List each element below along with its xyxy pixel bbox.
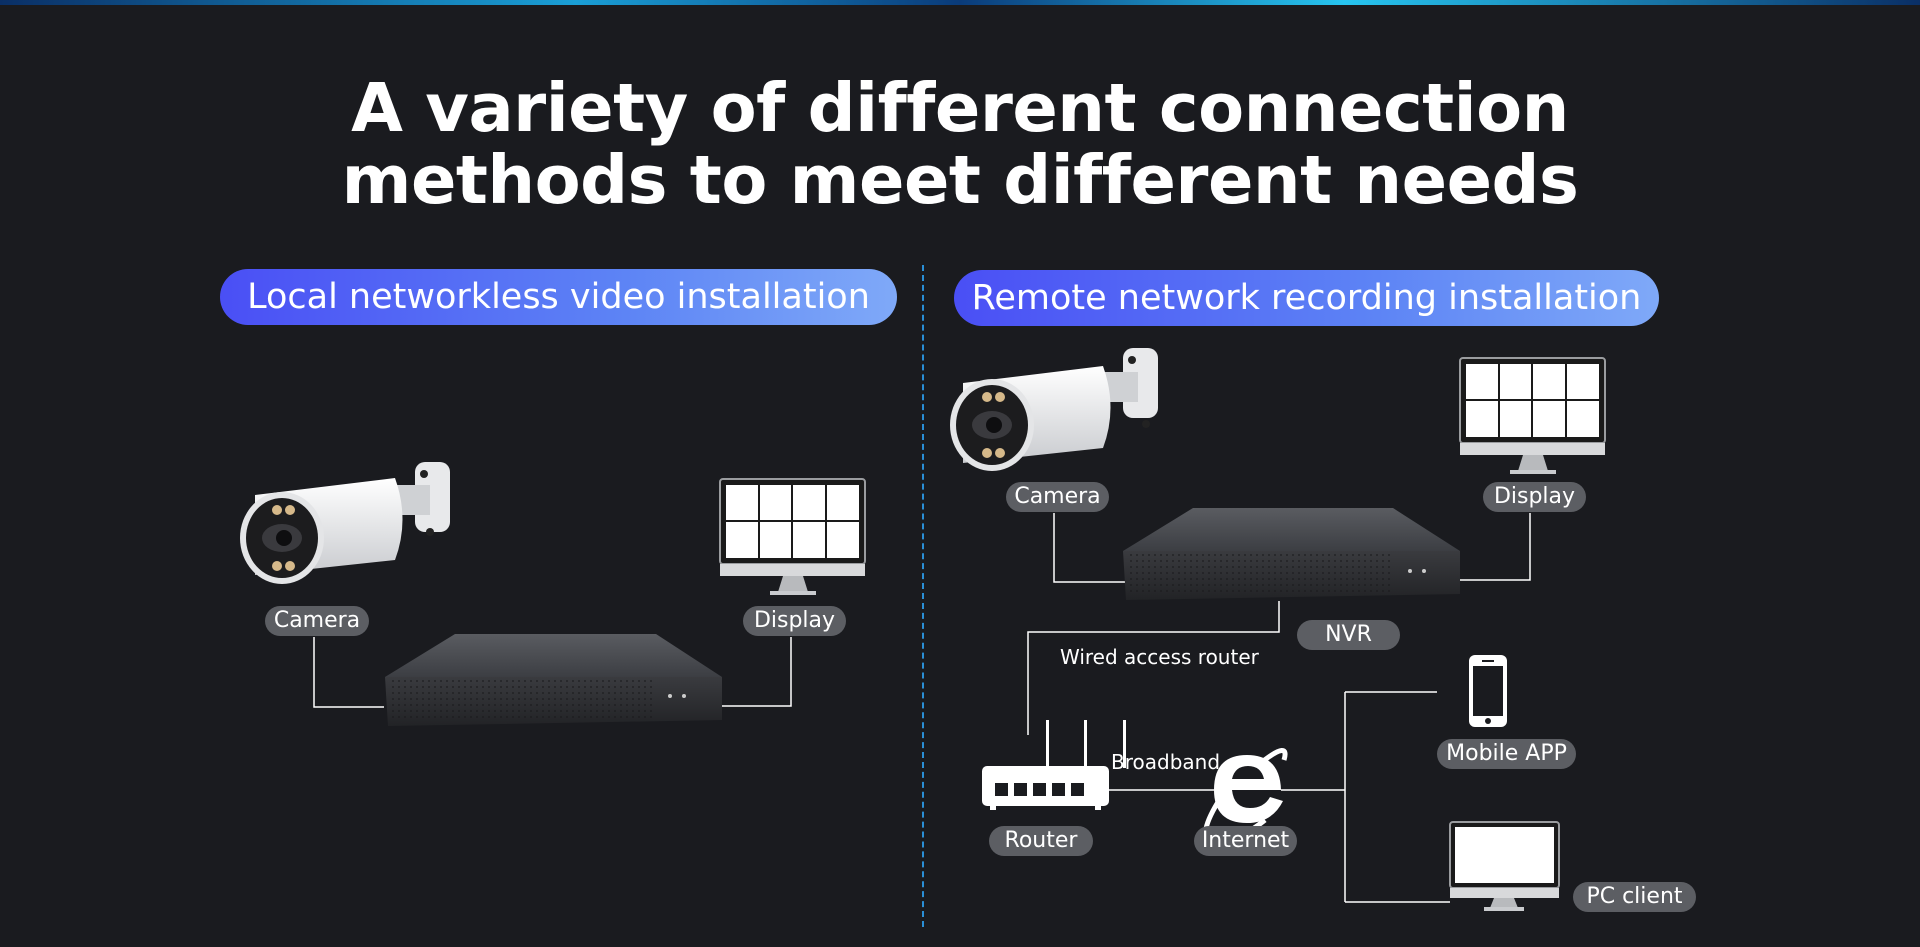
right-camera-icon xyxy=(950,348,1158,471)
left-panel-heading: Local networkless video installation xyxy=(220,269,897,325)
right-nvr-icon xyxy=(1123,508,1460,600)
right-panel-heading: Remote network recording installation xyxy=(954,270,1659,326)
left-display-icon xyxy=(719,478,866,595)
right-camera-label: Camera xyxy=(1006,482,1109,512)
internet-label: Internet xyxy=(1194,826,1297,856)
title-line-1: A variety of different connection xyxy=(351,69,1569,147)
router-label: Router xyxy=(989,826,1093,856)
right-connection-lines xyxy=(1027,513,1531,903)
right-display-label: Display xyxy=(1483,482,1586,512)
router-icon xyxy=(982,720,1126,810)
smartphone-icon xyxy=(1469,655,1507,727)
left-camera-label: Camera xyxy=(265,606,369,636)
left-display-label: Display xyxy=(743,606,846,636)
title-line-2: methods to meet different needs xyxy=(341,141,1579,219)
left-connection-lines xyxy=(313,637,792,708)
left-nvr-icon xyxy=(385,634,722,726)
wired-access-router-label: Wired access router xyxy=(1060,645,1259,669)
nvr-label: NVR xyxy=(1297,620,1400,650)
page-title: A variety of different connection method… xyxy=(0,72,1920,216)
panel-divider xyxy=(922,265,924,927)
pc-monitor-icon xyxy=(1449,821,1560,911)
top-decorative-bar xyxy=(0,0,1920,5)
mobile-app-label: Mobile APP xyxy=(1437,739,1576,769)
left-camera-icon xyxy=(240,462,450,584)
broadband-label: Broadband xyxy=(1111,750,1221,774)
right-display-icon xyxy=(1459,357,1606,474)
pc-client-label: PC client xyxy=(1573,882,1696,912)
